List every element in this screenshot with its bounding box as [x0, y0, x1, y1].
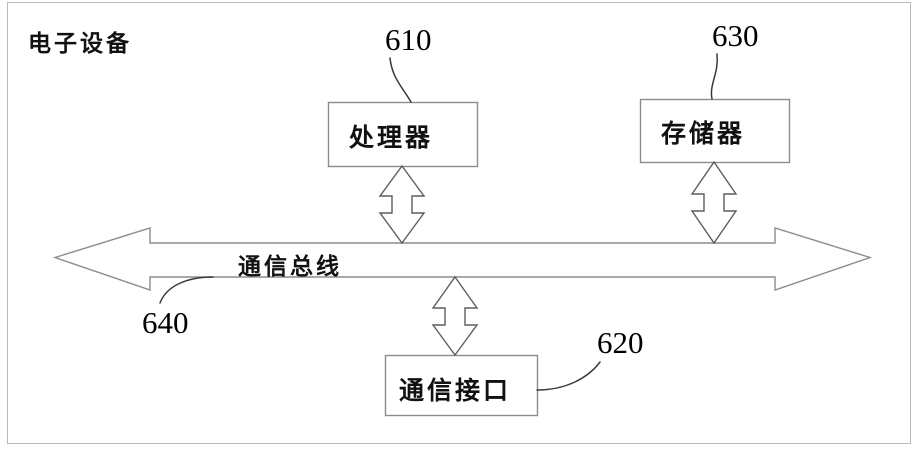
device-boundary-frame — [7, 2, 911, 444]
reference-number-610: 610 — [385, 22, 432, 57]
reference-number-630: 630 — [712, 18, 759, 53]
communication-bus-label: 通信总线 — [238, 253, 342, 280]
reference-number-620: 620 — [597, 325, 644, 360]
reference-number-640: 640 — [142, 305, 189, 340]
processor-block-label: 处理器 — [349, 123, 434, 152]
communication-interface-block-label: 通信接口 — [399, 376, 512, 405]
device-title: 电子设备 — [28, 30, 132, 57]
memory-block-label: 存储器 — [661, 119, 746, 148]
